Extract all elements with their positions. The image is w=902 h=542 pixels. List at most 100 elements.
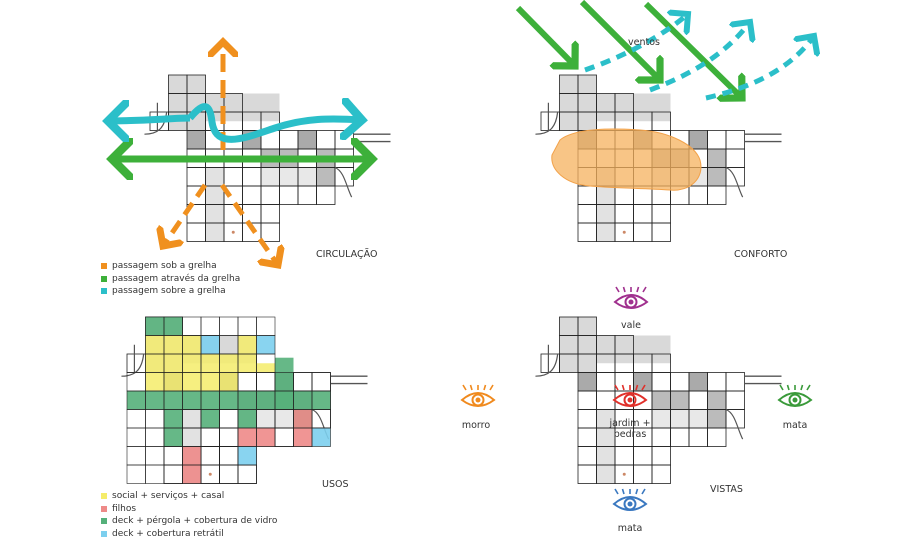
- eye-lash: [615, 286, 620, 293]
- grid-cell: [651, 204, 671, 224]
- deck-curve: [535, 111, 559, 135]
- grid-cell: [256, 372, 276, 392]
- swatch: [101, 275, 107, 282]
- grid-cell: [316, 185, 336, 205]
- grid-cell: [200, 427, 220, 447]
- grid-cell: [707, 185, 727, 205]
- dark-cell: [187, 130, 206, 149]
- grid-cell: [237, 372, 257, 392]
- entry-dot: [622, 472, 626, 476]
- eye-iris: [623, 393, 637, 407]
- title-usos: USOS: [322, 479, 349, 490]
- eye-lash: [800, 384, 804, 391]
- deck-curve: [334, 166, 353, 198]
- grid-cell: [577, 390, 597, 410]
- dark-cell: [689, 372, 708, 391]
- eye-lash: [621, 488, 625, 495]
- grid-cell: [182, 316, 202, 336]
- grid-cell: [334, 167, 354, 187]
- grid-cell: [651, 464, 671, 484]
- deck-curve: [725, 408, 744, 440]
- legend-label: filhos: [112, 503, 137, 514]
- eye-outline: [460, 392, 496, 407]
- eye-iris: [471, 393, 485, 407]
- grid-cell: [707, 372, 727, 392]
- dark-cell: [298, 130, 317, 149]
- grid-cell: [725, 148, 745, 168]
- grid-cell: [126, 409, 146, 429]
- eye-iris: [623, 497, 637, 511]
- legend-item: filhos: [101, 503, 277, 516]
- grid-cell: [633, 446, 653, 466]
- usos-plan: [121, 316, 368, 484]
- view-label-line: pedras: [614, 429, 647, 440]
- green-wind-2: [579, 0, 660, 80]
- grid-cell: [126, 464, 146, 484]
- eye-lash: [469, 384, 473, 391]
- grid-cell: [651, 372, 671, 392]
- grid-cell: [219, 427, 239, 447]
- grid-cell: [145, 464, 165, 484]
- use-fill: [201, 409, 220, 428]
- grid-cell: [145, 409, 165, 429]
- grid-cell: [242, 185, 262, 205]
- grid-cell: [237, 316, 257, 336]
- legend-label: deck + cobertura retrátil: [112, 528, 224, 539]
- view-label: morro: [462, 420, 491, 431]
- grid-cell: [651, 446, 671, 466]
- grid-cell: [614, 204, 634, 224]
- view-label: jardim +pedras: [608, 418, 650, 440]
- grid-cell: [725, 130, 745, 150]
- grid-cell: [688, 185, 708, 205]
- grid-cell: [725, 409, 745, 429]
- grid-cell: [651, 222, 671, 242]
- eye-lash: [621, 384, 625, 391]
- grid-cell: [242, 204, 262, 224]
- grid-cell: [670, 372, 690, 392]
- legend-usos: social + serviços + casal filhos deck + …: [101, 490, 277, 540]
- eye-lash: [806, 384, 811, 391]
- comfort-zone: [551, 128, 702, 191]
- grid-cell: [311, 409, 331, 429]
- grid-cell: [614, 446, 634, 466]
- grid-cell: [316, 130, 336, 150]
- green-wind-1: [515, 5, 575, 66]
- grid-cell: [311, 409, 331, 429]
- grid-cell: [279, 130, 299, 150]
- swatch: [101, 518, 107, 525]
- eye-outline: [612, 496, 648, 511]
- swatch: [101, 493, 107, 500]
- grid-cell: [688, 427, 708, 447]
- light-strip: [652, 409, 708, 428]
- eye-lash: [635, 488, 639, 495]
- eye-pupil: [627, 501, 633, 507]
- eye-lash: [614, 384, 619, 391]
- grid-cell: [596, 372, 616, 392]
- swatch: [101, 263, 107, 270]
- legend-item: deck + pérgola + cobertura de vidro: [101, 515, 277, 528]
- cyan-wind-3: [705, 36, 814, 101]
- grid-cell: [260, 222, 280, 242]
- grid-cell: [163, 446, 183, 466]
- grid-cell: [297, 185, 317, 205]
- grid-cell: [163, 446, 183, 466]
- grid-cell: [200, 316, 220, 336]
- eye-lash: [462, 384, 467, 391]
- legend-circulacao: passagem sob a grelha passagem através d…: [101, 260, 240, 298]
- deck-curve: [535, 353, 559, 377]
- use-fill: [275, 357, 294, 410]
- eye-outline: [612, 392, 648, 407]
- grid-cell: [186, 167, 206, 187]
- eye-lash: [641, 488, 646, 495]
- use-fill: [164, 317, 183, 336]
- title-conforto: CONFORTO: [734, 249, 787, 260]
- legend-item: passagem sob a grelha: [101, 260, 240, 273]
- swatch: [101, 288, 107, 295]
- eye-lash: [642, 286, 647, 293]
- grid-cell: [223, 167, 243, 187]
- grid-cell: [596, 390, 616, 410]
- grid-cell: [237, 464, 257, 484]
- use-fill: [127, 391, 331, 410]
